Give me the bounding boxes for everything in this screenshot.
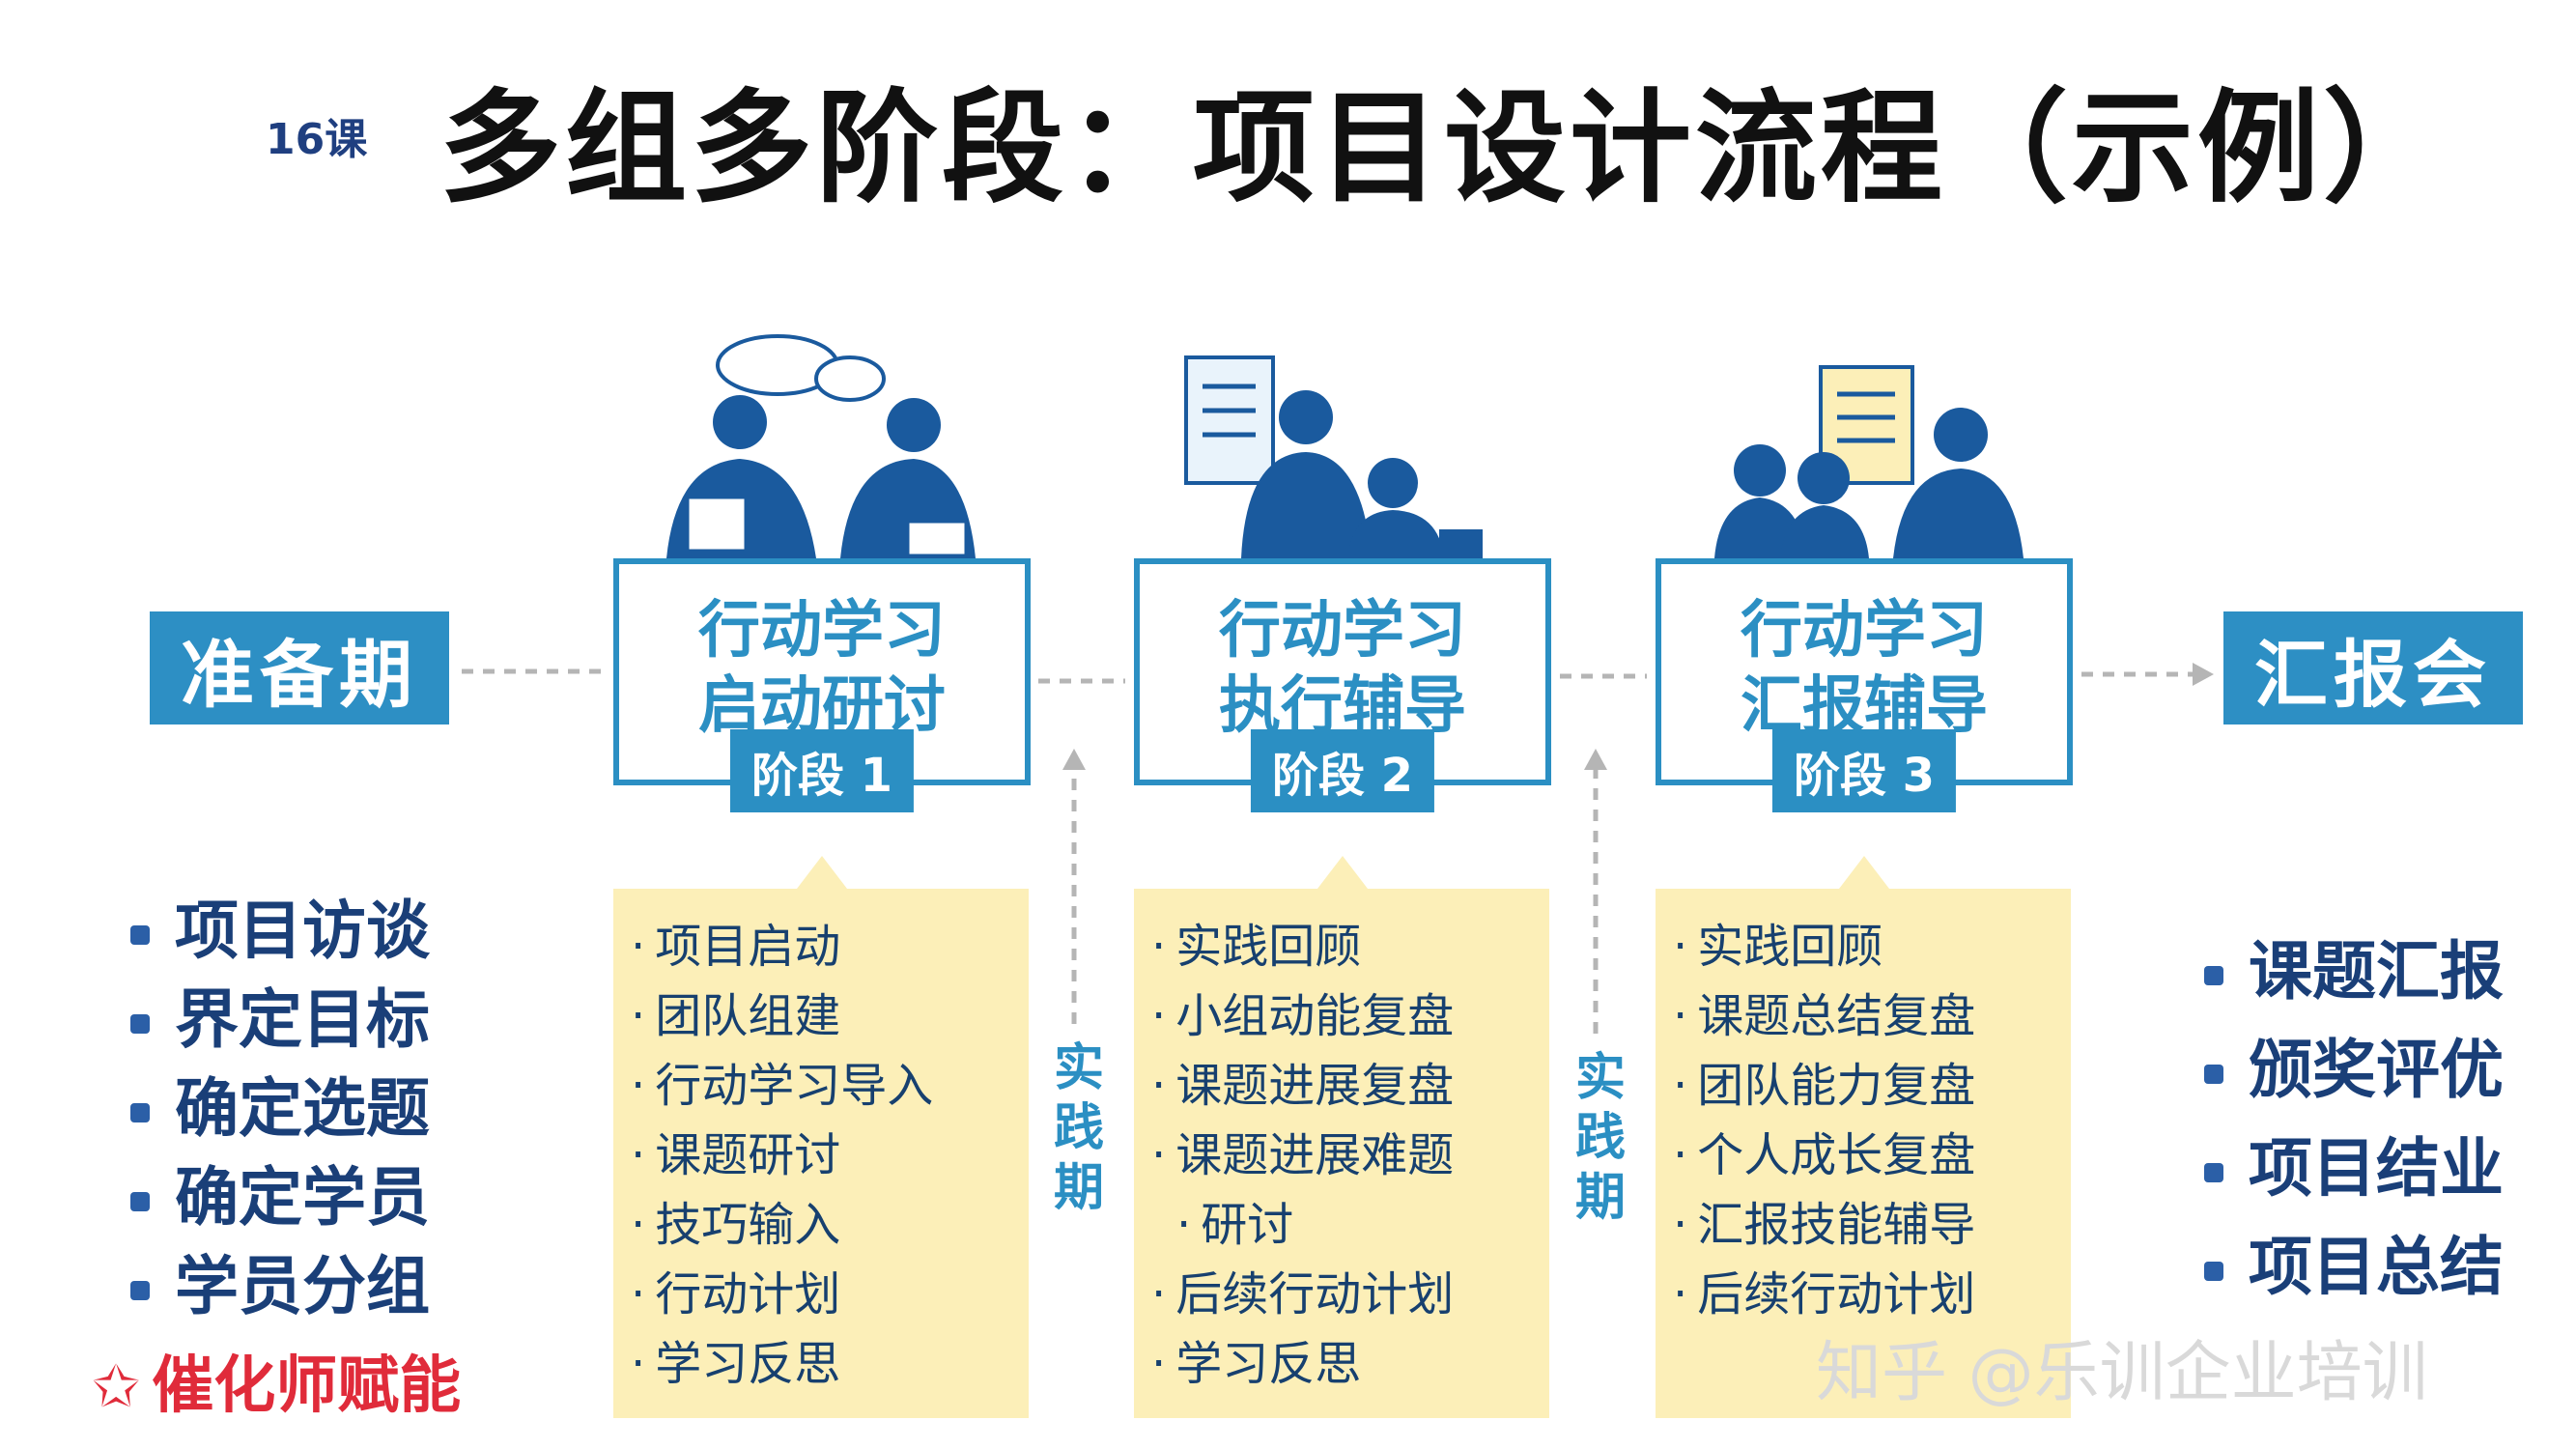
list-item: 技巧输入 (631, 1190, 1029, 1260)
list-item: 后续行动计划 (1673, 1260, 2071, 1329)
stage-3-tag: 阶段 3 (1771, 729, 1957, 812)
stage-3-notes: 实践回顾 课题总结复盘 团队能力复盘 个人成长复盘 汇报技能辅导 后续行动计划 (1656, 856, 2071, 1418)
stage-3-title-line1: 行动学习 (1741, 595, 1988, 667)
list-item: 确定学员 (130, 1153, 430, 1242)
course-label: 16课 (266, 115, 368, 164)
list-item: 课题总结复盘 (1673, 981, 2071, 1051)
report-meeting-list: 课题汇报 颁奖评优 项目结业 项目总结 (2204, 923, 2504, 1317)
stage-1-tag: 阶段 1 (729, 729, 915, 812)
list-item: 项目启动 (631, 912, 1029, 981)
stage-2-notes: 实践回顾 小组动能复盘 课题进展复盘 课题进展难题 研讨 后续行动计划 学习反思 (1134, 856, 1549, 1418)
list-item: 课题研讨 (631, 1121, 1029, 1190)
list-item: 学习反思 (1151, 1329, 1549, 1399)
catalyst-label: 催化师赋能 (152, 1350, 462, 1422)
list-item: 实践回顾 (1151, 912, 1549, 981)
stage-2-title-line1: 行动学习 (1219, 595, 1466, 667)
prep-phase-box: 准备期 (150, 611, 449, 724)
team-presentation-icon (1714, 365, 2024, 558)
stage-1-notes: 项目启动 团队组建 行动学习导入 课题研讨 技巧输入 行动计划 学习反思 (613, 856, 1029, 1418)
list-item: 课题进展复盘 (1151, 1051, 1549, 1121)
practice-char: 实 (1053, 1039, 1104, 1097)
list-item: 后续行动计划 (1151, 1260, 1549, 1329)
list-item: 行动计划 (631, 1260, 1029, 1329)
list-item: 行动学习导入 (631, 1051, 1029, 1121)
stage-3-box: 行动学习 汇报辅导 阶段 3 (1656, 558, 2073, 812)
practice-char: 期 (1574, 1169, 1626, 1227)
stage-2-tag: 阶段 2 (1250, 729, 1435, 812)
stage-1-box: 行动学习 启动研讨 阶段 1 (613, 558, 1031, 812)
list-item: 学员分组 (130, 1242, 430, 1331)
practice-char: 期 (1053, 1159, 1104, 1217)
stage-1-title-line1: 行动学习 (698, 595, 946, 667)
report-meeting-box: 汇报会 (2223, 611, 2523, 724)
people-discussion-icon (666, 334, 976, 558)
stage-2-box: 行动学习 执行辅导 阶段 2 (1134, 558, 1551, 812)
list-item: 颁奖评优 (2204, 1021, 2504, 1120)
list-item: 学习反思 (631, 1329, 1029, 1399)
list-item-continued: 研讨 (1151, 1190, 1549, 1260)
list-item: 实践回顾 (1673, 912, 2071, 981)
catalyst-empowerment: ✩催化师赋能 (92, 1336, 461, 1425)
list-item: 项目总结 (2204, 1218, 2504, 1317)
practice-period-label-2: 实 践 期 (1571, 1048, 1629, 1228)
list-item: 项目结业 (2204, 1120, 2504, 1218)
practice-char: 践 (1574, 1109, 1626, 1167)
list-item: 课题进展难题 (1151, 1121, 1549, 1190)
teacher-presentation-icon (1184, 355, 1483, 558)
practice-period-label-1: 实 践 期 (1050, 1038, 1108, 1218)
prep-phase-list: 项目访谈 界定目标 确定选题 确定学员 学员分组 (130, 887, 430, 1331)
list-item: 课题汇报 (2204, 923, 2504, 1021)
list-item: 个人成长复盘 (1673, 1121, 2071, 1190)
list-item: 项目访谈 (130, 887, 430, 976)
list-item: 汇报技能辅导 (1673, 1190, 2071, 1260)
page-title: 多组多阶段：项目设计流程（示例） (439, 77, 2449, 219)
watermark: 知乎 @乐训企业培训 (1816, 1335, 2428, 1411)
practice-char: 实 (1574, 1049, 1626, 1107)
star-icon: ✩ (92, 1353, 141, 1421)
list-item: 确定选题 (130, 1065, 430, 1153)
list-item: 小组动能复盘 (1151, 981, 1549, 1051)
practice-char: 践 (1053, 1099, 1104, 1157)
list-item: 团队能力复盘 (1673, 1051, 2071, 1121)
list-item: 界定目标 (130, 976, 430, 1065)
list-item: 团队组建 (631, 981, 1029, 1051)
